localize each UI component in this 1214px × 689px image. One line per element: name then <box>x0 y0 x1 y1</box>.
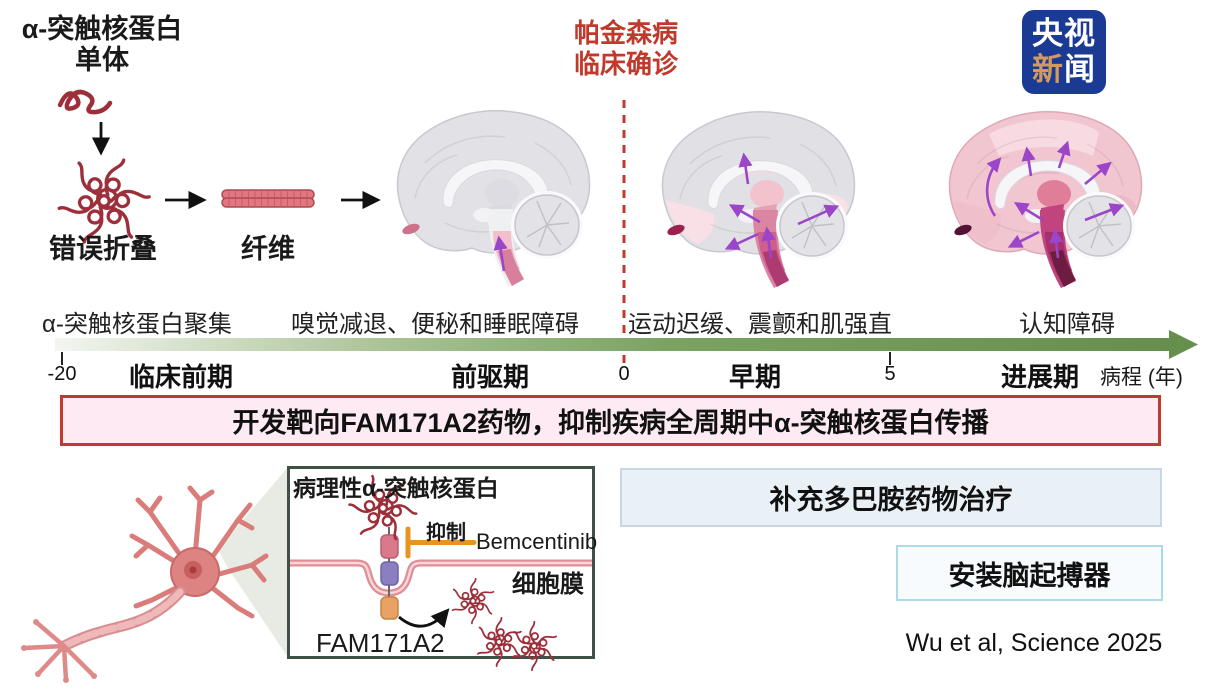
monomer-title-line2: 单体 <box>75 45 129 75</box>
phase-advanced: 进展期 <box>1000 362 1079 392</box>
fibril-illustration <box>221 189 315 208</box>
cctv-news-logo: 央视 新闻 <box>1022 10 1106 94</box>
magnifier-cone <box>218 468 287 656</box>
treatment-pacemaker-label: 安装脑起搏器 <box>948 560 1111 591</box>
neuron-axon-terminals <box>21 619 97 683</box>
symptom-prodromal: 嗅觉减退、便秘和睡眠障碍 <box>291 311 579 338</box>
brain-illustration-early <box>662 112 854 288</box>
neuron-illustration <box>21 485 269 683</box>
strategy-banner: 开发靶向FAM171A2药物，抑制疾病全周期中α-突触核蛋白传播 <box>60 395 1161 446</box>
brain-illustration-preclinical <box>397 111 589 287</box>
citation-text: Wu et al, Science 2025 <box>905 629 1163 657</box>
monomer-title: α-突触核蛋白 单体 <box>12 14 192 76</box>
misfolded-aggregate <box>59 157 150 244</box>
misfold-label: 错误折叠 <box>49 234 157 264</box>
symptom-aggregation: α-突触核蛋白聚集 <box>42 311 232 338</box>
logo-char-xin: 新 <box>1032 52 1064 87</box>
diagnosis-label: 帕金森病 临床确诊 <box>551 18 701 80</box>
monomer-title-line1: α-突触核蛋白 <box>21 14 183 44</box>
tick-label-minus20: -20 <box>47 363 77 385</box>
tick-label-zero: 0 <box>618 363 630 385</box>
treatment-dopamine-label: 补充多巴胺药物治疗 <box>769 485 1013 515</box>
timeline-axis <box>55 330 1198 365</box>
symptom-cognitive: 认知障碍 <box>1019 311 1115 338</box>
treatment-box-pacemaker: 安装脑起搏器 <box>896 545 1163 601</box>
fibril-label: 纤维 <box>241 234 295 264</box>
phase-preclinical: 临床前期 <box>128 362 233 392</box>
monomer-squiggle <box>57 89 113 115</box>
diagnosis-line2: 临床确诊 <box>573 49 678 79</box>
diagnosis-line1: 帕金森病 <box>573 18 678 48</box>
treatment-box-dopamine: 补充多巴胺药物治疗 <box>620 468 1162 527</box>
symptom-motor: 运动迟缓、震颤和肌强直 <box>628 311 892 338</box>
brain-illustration-advanced <box>949 112 1141 288</box>
axis-label-disease-course: 病程 (年) <box>1100 366 1183 389</box>
logo-line1: 央视 <box>1032 16 1096 51</box>
timeline-ticks <box>61 352 891 365</box>
logo-char-wen: 闻 <box>1064 52 1096 87</box>
membrane-inset-box <box>287 466 595 659</box>
neuron-soma <box>170 547 220 597</box>
strategy-banner-text: 开发靶向FAM171A2药物，抑制疾病全周期中α-突触核蛋白传播 <box>232 408 989 438</box>
tick-label-five: 5 <box>884 363 896 385</box>
phase-early: 早期 <box>728 362 781 392</box>
phase-prodromal: 前驱期 <box>450 362 529 392</box>
neuron-axon <box>58 586 186 652</box>
